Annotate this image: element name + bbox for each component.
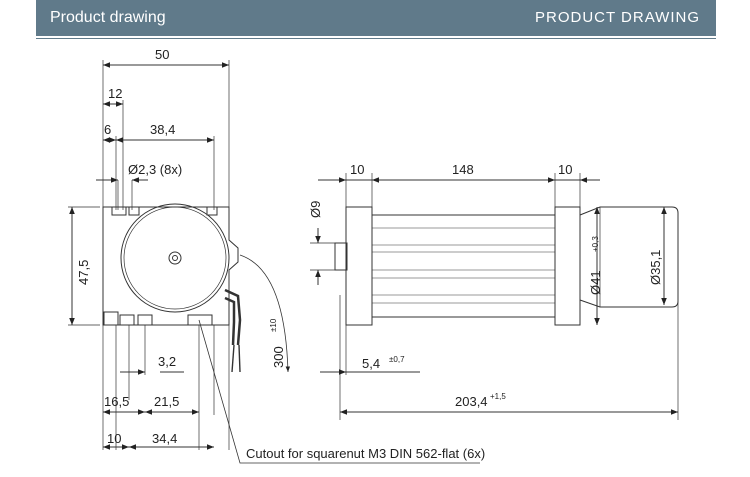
dim-total-length: 203,4 (455, 394, 488, 409)
dim-bottom-right: 21,5 (154, 394, 179, 409)
header-rule (36, 38, 716, 39)
dim-bottom-left2: 10 (107, 431, 121, 446)
dim-hole-offset: 12 (108, 86, 122, 101)
header-bar: Product drawing PRODUCT DRAWING (36, 0, 716, 36)
dim-left-flange: 10 (350, 162, 364, 177)
side-view (310, 173, 679, 420)
dim-bottom-left: 16,5 (104, 394, 129, 409)
dim-width: 50 (155, 47, 169, 62)
dim-motor-diameter: Ø35,1 (648, 250, 663, 285)
dim-body-length: 148 (452, 162, 474, 177)
header-title-left: Product drawing (50, 9, 166, 26)
dim-offset: 5,4 (362, 356, 380, 371)
dim-hole-spacing: 38,4 (150, 122, 175, 137)
dim-hole-diameter: Ø2,3 (8x) (128, 162, 182, 177)
dim-bottom-right2: 34,4 (152, 431, 177, 446)
front-view (68, 60, 480, 464)
dim-right-flange: 10 (558, 162, 572, 177)
dim-flange-tolerance: +0,3 (591, 236, 600, 252)
cutout-note: Cutout for squarenut M3 DIN 562-flat (6x… (246, 446, 485, 461)
dim-shaft-diameter: Ø9 (308, 201, 323, 218)
dim-flange-diameter: Ø41 (588, 270, 603, 295)
header-title-right: PRODUCT DRAWING (535, 9, 700, 26)
side-view-labels: 10 148 10 Ø9 Ø41 +0,3 Ø35,1 5,4 ±0,7 203… (308, 162, 663, 409)
dim-height: 47,5 (76, 260, 91, 285)
front-view-labels: 50 12 6 38,4 Ø2,3 (8x) 47,5 3,2 16,5 21,… (76, 47, 286, 446)
dim-total-tolerance: +1,5 (490, 392, 506, 401)
dim-bottom-small: 3,2 (158, 354, 176, 369)
dim-offset-tolerance: ±0,7 (389, 355, 405, 364)
dim-left-offset: 6 (104, 122, 111, 137)
dim-cable-tolerance: ±10 (269, 318, 278, 332)
dim-cable-length: 300 (271, 346, 286, 368)
